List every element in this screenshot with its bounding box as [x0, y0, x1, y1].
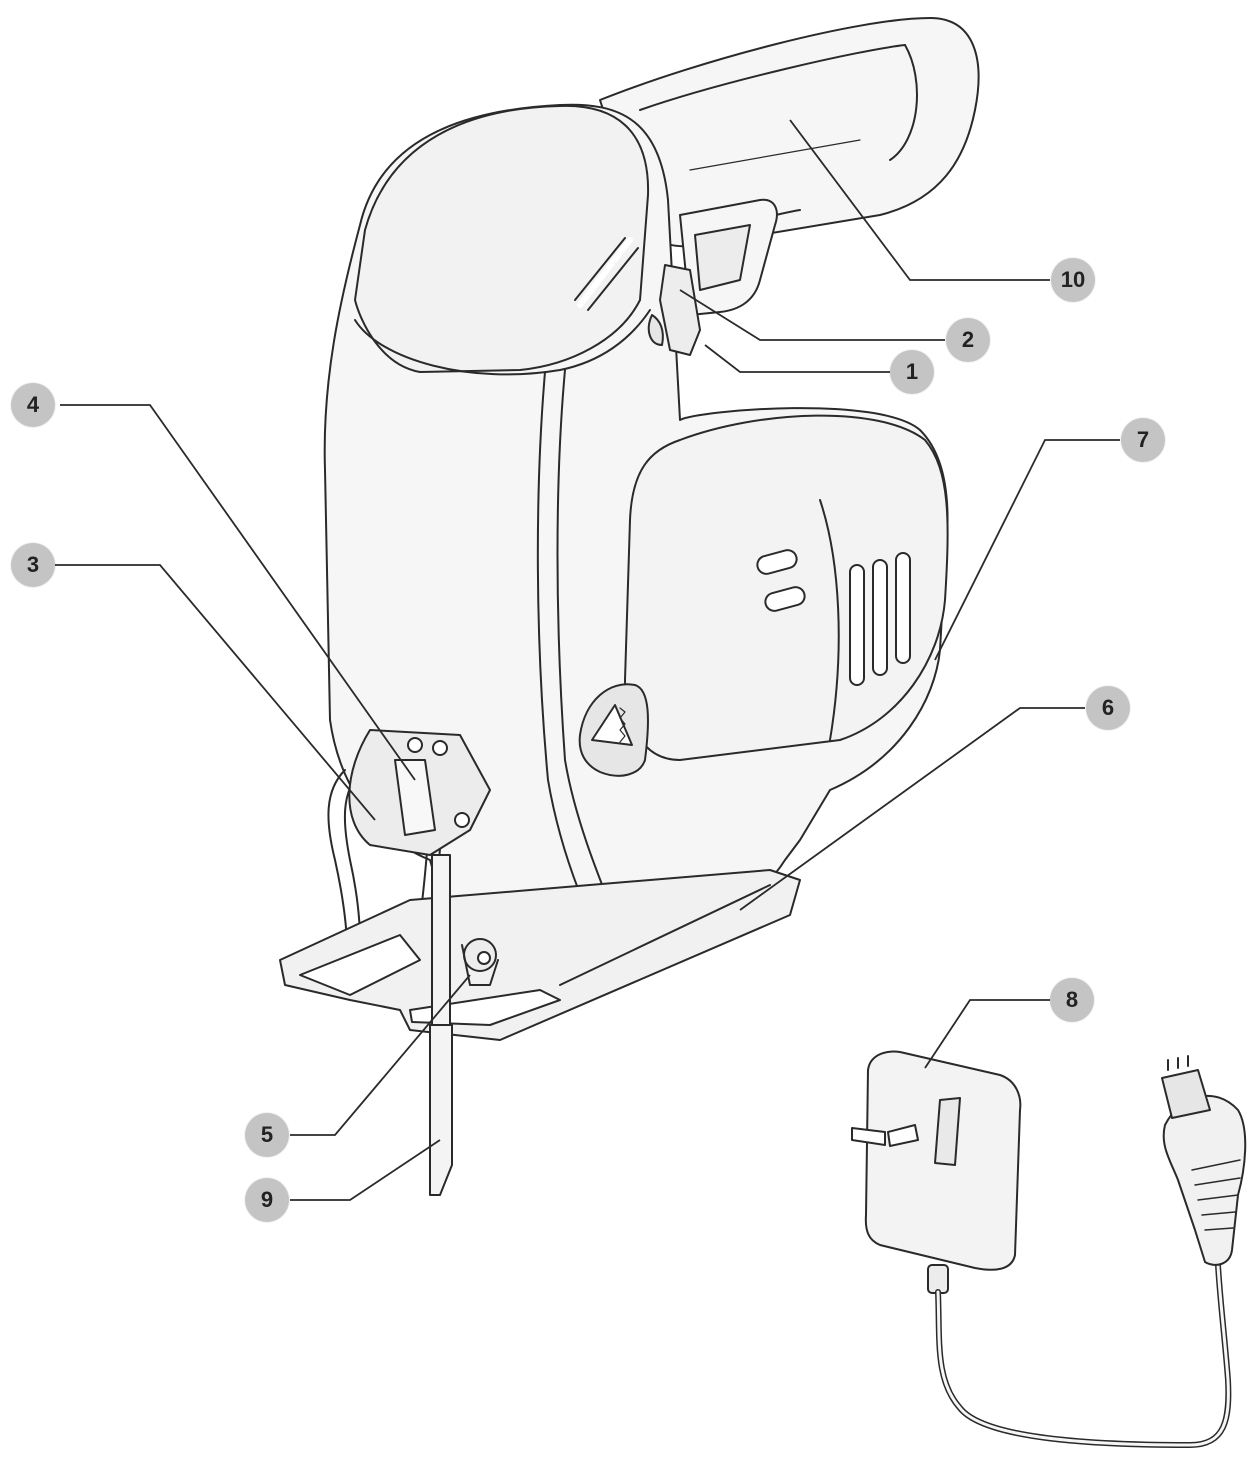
motor-housing	[624, 414, 949, 761]
blade-clamp	[348, 729, 491, 856]
callout-4: 4	[11, 383, 55, 427]
leader-line-7	[934, 439, 1120, 661]
leader-line-2	[679, 289, 945, 341]
saw-blade	[429, 854, 453, 1196]
callout-8: 8	[1050, 978, 1094, 1022]
charger-adapter	[851, 1050, 1022, 1294]
leader-line-1	[704, 344, 890, 373]
leader-line-5	[290, 974, 471, 1136]
speed-dial	[578, 683, 649, 777]
callout-3: 3	[11, 543, 55, 587]
charger-plug	[1161, 1055, 1247, 1266]
callout-1: 1	[890, 350, 934, 394]
callout-6: 6	[1086, 686, 1130, 730]
base-plate	[279, 869, 801, 1041]
charger-cable	[935, 1262, 1232, 1448]
leader-line-3	[55, 564, 376, 821]
top-cap	[354, 104, 651, 376]
switch-area	[647, 264, 701, 356]
trigger-guard	[679, 198, 778, 316]
leader-line-6	[739, 707, 1085, 911]
leader-line-4	[60, 404, 416, 781]
blade-roller	[461, 938, 499, 986]
callout-2: 2	[946, 318, 990, 362]
callout-10: 10	[1051, 258, 1095, 302]
callout-7: 7	[1121, 418, 1165, 462]
leader-lines	[55, 119, 1120, 1201]
callout-5: 5	[245, 1113, 289, 1157]
leader-line-9	[290, 1139, 441, 1201]
leader-line-8	[924, 999, 1050, 1069]
callout-9: 9	[245, 1178, 289, 1222]
leader-line-10	[789, 119, 1050, 281]
